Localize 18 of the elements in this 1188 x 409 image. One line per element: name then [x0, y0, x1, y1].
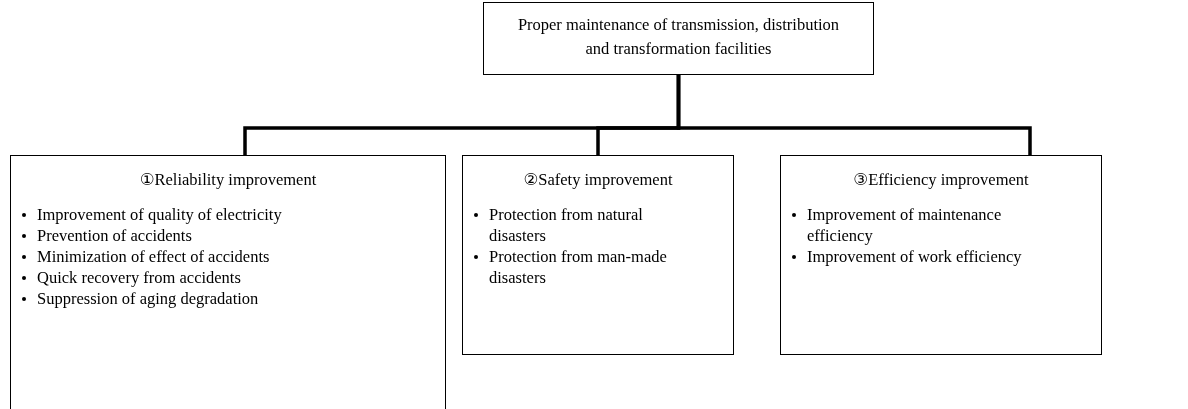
list-item: Improvement of maintenance efficiency [807, 205, 1002, 245]
list-item: Prevention of accidents [37, 226, 192, 245]
category-box [780, 155, 1102, 355]
list-item: Suppression of aging degradation [37, 289, 259, 308]
category-box [10, 155, 446, 409]
category-box [462, 155, 734, 355]
list-item: Quick recovery from accidents [37, 268, 241, 287]
category-heading: ②Safety improvement [522, 170, 674, 190]
category-heading: ①Reliability improvement [138, 170, 318, 190]
list-item: Protection from man-made disasters [489, 247, 667, 287]
connector-line [676, 75, 1032, 155]
list-item: Improvement of quality of electricity [37, 205, 282, 224]
list-item: Minimization of effect of accidents [37, 247, 270, 266]
list-item: Improvement of work efficiency [807, 247, 1022, 266]
goal-box [483, 2, 874, 75]
list-item: Protection from natural disasters [489, 205, 643, 245]
category-heading: ③Efficiency improvement [852, 170, 1030, 190]
goal-text: Proper maintenance of transmission, distribution and transformation facilities [517, 15, 840, 58]
